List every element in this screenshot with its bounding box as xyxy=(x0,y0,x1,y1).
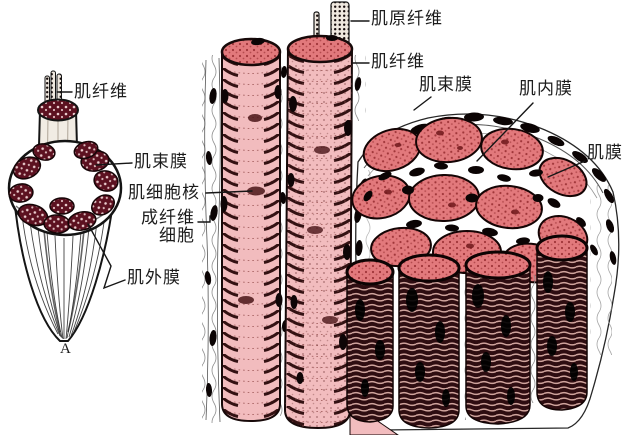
label-muscle-fiber-left: 肌纤维 xyxy=(74,82,128,101)
label-panel-letter: A xyxy=(60,341,71,357)
endomysium-nuclei xyxy=(204,66,362,397)
label-sarcolemma: 肌膜 xyxy=(587,143,623,162)
fascicle-bundle xyxy=(345,112,620,435)
label-fibroblast-line1: 成纤维 xyxy=(141,208,195,227)
pointer-fibroblast xyxy=(197,215,211,223)
endomysium-strips xyxy=(202,55,366,423)
fiber-cut-face xyxy=(535,234,589,262)
label-epimysium: 肌外膜 xyxy=(127,268,181,287)
pointer-endomysium xyxy=(476,102,534,162)
muscle-fiber-column-2 xyxy=(283,1,354,430)
pointer-muscle-cell-nucleus xyxy=(205,190,253,194)
muscle-fiber-column-1 xyxy=(220,37,283,423)
central-muscle-fibers xyxy=(202,1,366,430)
fiber-body xyxy=(221,51,281,423)
dark-striated-fibers xyxy=(345,234,589,429)
muscle-cell-nucleus-target xyxy=(238,114,265,304)
label-muscle-cell-nucleus: 肌细胞核 xyxy=(128,183,200,202)
pointer-perimysium-left xyxy=(95,162,133,166)
pointer-sarcolemma xyxy=(547,160,586,178)
fiber-nuclei xyxy=(287,96,352,384)
muscle-belly-hatching xyxy=(21,214,106,340)
fiber-nuclei xyxy=(220,85,283,307)
panel-a-whole-muscle xyxy=(7,70,123,342)
fiber-cut-face xyxy=(220,37,282,67)
fiber-face-spots xyxy=(384,130,519,249)
dark-fiber-blobs xyxy=(355,271,578,407)
label-myofibril: 肌原纤维 xyxy=(371,9,443,28)
label-perimysium-left: 肌束膜 xyxy=(134,152,188,171)
septa-nuclei xyxy=(363,162,598,267)
fascicles xyxy=(8,140,119,234)
label-endomysium: 肌内膜 xyxy=(519,79,573,98)
label-fibroblast-line2: 细胞 xyxy=(159,226,195,245)
fiber-cut-face xyxy=(345,258,395,286)
pointer-lines xyxy=(56,20,586,290)
fiber-cut-face xyxy=(37,98,79,122)
fiber-cut-face xyxy=(286,34,354,64)
pointer-epimysium xyxy=(87,223,126,290)
pointer-perimysium-right xyxy=(413,96,432,111)
muscle-cross-section xyxy=(7,139,123,237)
fiber-cut-face xyxy=(464,250,532,280)
label-muscle-fiber-right: 肌纤维 xyxy=(371,52,425,71)
fiber-cut-face xyxy=(397,253,461,283)
label-perimysium-right: 肌束膜 xyxy=(419,75,473,94)
